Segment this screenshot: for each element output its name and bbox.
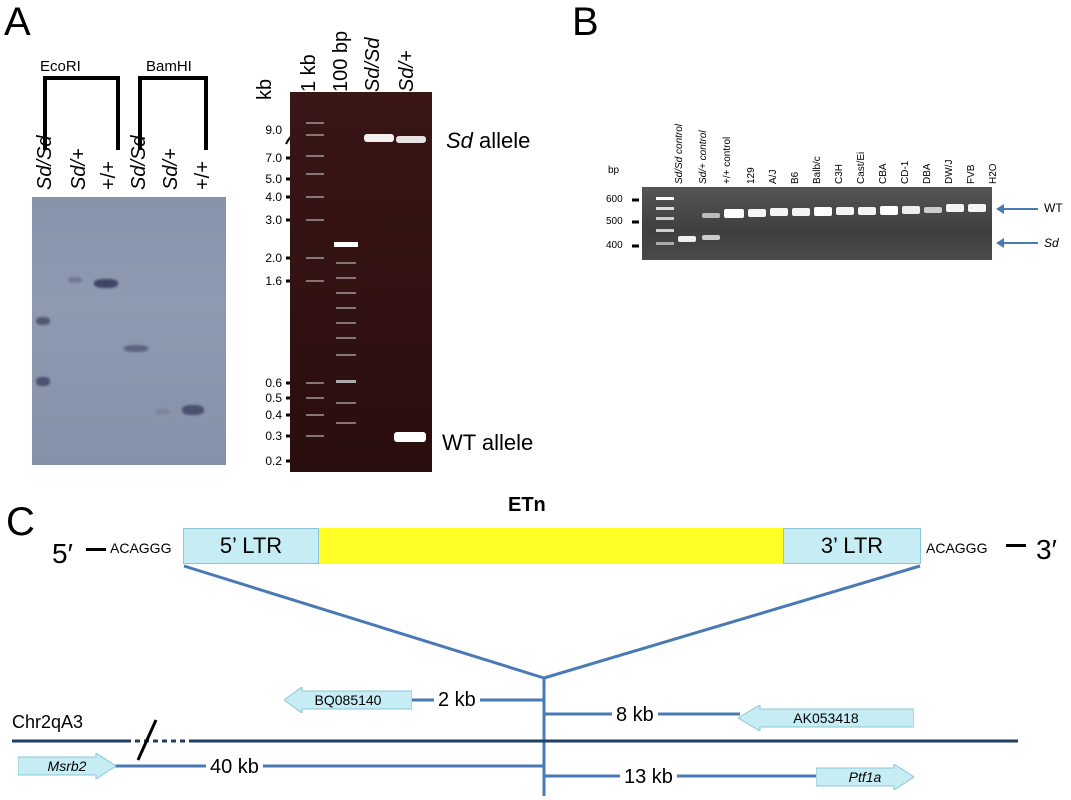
sd-arrow-label: Sd bbox=[1044, 236, 1059, 250]
insertion-lines bbox=[12, 564, 1018, 796]
gelB-tick: 500 bbox=[606, 216, 623, 227]
distance-ak: 8 kb bbox=[612, 704, 658, 727]
etn-body bbox=[318, 528, 784, 564]
gelB-lane-3: +/+ control bbox=[722, 136, 733, 184]
gelB-lane-13: DW/J bbox=[944, 159, 955, 184]
ltr-3prime-box: 3’ LTR bbox=[783, 528, 921, 564]
panel-a-label: A bbox=[4, 0, 31, 44]
band-sd-homozygous bbox=[364, 134, 394, 142]
gel-lane-sdsd: Sd/Sd bbox=[362, 37, 384, 92]
three-prime-dash bbox=[1006, 544, 1026, 547]
gel-lane-sdplus: Sd/+ bbox=[396, 50, 418, 92]
kb-tick: 0.3 bbox=[265, 429, 282, 443]
kb-tick: 2.0 bbox=[265, 251, 282, 265]
gelB-lane-8: C3H bbox=[834, 163, 845, 184]
enzyme-label-ecori: EcoRI bbox=[40, 58, 81, 75]
distance-ptf1a: 13 kb bbox=[620, 766, 677, 789]
gene-bq085140: BQ085140 bbox=[284, 687, 412, 713]
gelB-unit: bp bbox=[608, 165, 620, 176]
wt-allele-label: WT allele bbox=[442, 430, 534, 455]
ltr-5prime-box: 5’ LTR bbox=[183, 528, 319, 564]
distance-bq: 2 kb bbox=[434, 689, 480, 712]
gene-ak053418: AK053418 bbox=[738, 705, 914, 731]
band-3 bbox=[68, 277, 82, 283]
southern-lane-5: Sd/+ bbox=[160, 148, 182, 190]
gelB-lane-15: H2O bbox=[988, 163, 999, 184]
enzyme-label-bamhi: BamHI bbox=[146, 58, 192, 75]
gelB-lane-5: A/J bbox=[768, 169, 779, 184]
southern-lane-3: +/+ bbox=[98, 161, 120, 190]
kb-tick: 0.2 bbox=[265, 454, 282, 468]
strain-gel-image bbox=[642, 187, 992, 260]
band-2 bbox=[36, 377, 50, 386]
gelB-lane-10: CBA bbox=[878, 163, 889, 184]
band-6 bbox=[156, 409, 170, 414]
gelB-tick-marks bbox=[632, 198, 639, 248]
southern-lane-6: +/+ bbox=[192, 161, 214, 190]
band-7 bbox=[182, 405, 204, 415]
band-4 bbox=[94, 279, 118, 288]
gelB-lane-12: DBA bbox=[922, 163, 933, 184]
gel-lane-100bp: 100 bp bbox=[330, 30, 352, 92]
gelB-tick: 600 bbox=[606, 194, 623, 205]
gelB-tick: 400 bbox=[606, 240, 623, 251]
gene-msrb2: Msrb2 bbox=[18, 753, 116, 779]
kb-tick: 0.6 bbox=[265, 376, 282, 390]
southern-blot-image bbox=[32, 197, 226, 465]
kb-tick: 0.4 bbox=[265, 408, 282, 422]
band-sd-heterozygous bbox=[396, 136, 426, 143]
gelB-lane-7: Balb/c bbox=[812, 156, 823, 184]
chromosome-label: Chr2qA3 bbox=[12, 712, 84, 732]
gelB-lane-6: B6 bbox=[790, 171, 801, 184]
southern-lane-1: Sd/Sd bbox=[34, 135, 56, 190]
sd-allele-label: Sd allele bbox=[446, 128, 531, 153]
five-prime-label: 5′ bbox=[52, 538, 73, 569]
southern-lane-2: Sd/+ bbox=[68, 148, 90, 190]
southern-lane-4: Sd/Sd bbox=[128, 135, 150, 190]
gel-unit-label: kb bbox=[254, 78, 276, 100]
gelB-arrows bbox=[996, 204, 1038, 248]
three-prime-label: 3′ bbox=[1036, 534, 1057, 565]
gelB-lane-11: CD-1 bbox=[900, 160, 911, 184]
gelB-lane-1: Sd/Sd control bbox=[674, 123, 685, 184]
gelB-lane-2: Sd/+ control bbox=[698, 130, 709, 184]
gene-ptf1a: Ptf1a bbox=[816, 764, 914, 790]
kb-tick: 9.0 bbox=[265, 123, 282, 137]
etn-title: ETn bbox=[508, 494, 546, 516]
kb-tick: 5.0 bbox=[265, 172, 282, 186]
kb-tick: 7.0 bbox=[265, 151, 282, 165]
kb-tick: 3.0 bbox=[265, 213, 282, 227]
kb-tick: 4.0 bbox=[265, 190, 282, 204]
pcr-gel-image bbox=[290, 92, 432, 472]
band-5 bbox=[124, 345, 148, 352]
wt-arrow-label: WT bbox=[1044, 201, 1063, 215]
kb-tick: 0.5 bbox=[265, 391, 282, 405]
band-1 bbox=[36, 317, 50, 325]
panel-b-label: B bbox=[572, 0, 599, 44]
gel-lane-1kb: 1 kb bbox=[298, 54, 320, 92]
panel-c-label: C bbox=[6, 500, 35, 544]
gelB-lane-14: FVB bbox=[966, 164, 977, 184]
enzyme-brackets bbox=[43, 76, 208, 150]
right-flank-seq: ACAGGG bbox=[926, 540, 988, 556]
left-flank-seq: ACAGGG bbox=[110, 540, 172, 556]
distance-msrb2: 40 kb bbox=[206, 756, 263, 779]
gelB-lane-9: Cast/Ei bbox=[856, 151, 867, 184]
kb-tick: 1.6 bbox=[265, 274, 282, 288]
gelB-lane-4: 129 bbox=[746, 167, 757, 184]
band-wt-heterozygous bbox=[394, 432, 426, 442]
five-prime-dash bbox=[86, 548, 106, 551]
